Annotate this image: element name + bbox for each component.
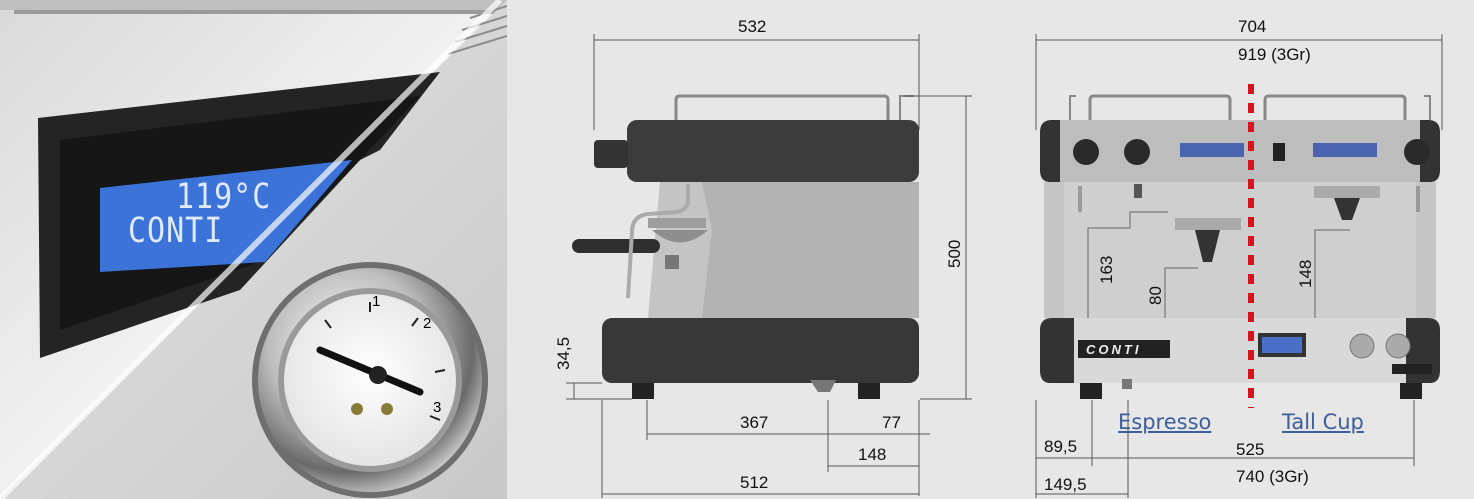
dim-front-width: 704 [1238, 17, 1266, 36]
dim-front-89: 89,5 [1044, 437, 1077, 456]
technical-drawing: 532 500 34,5 367 77 148 512 [554, 17, 1443, 498]
dim-side-512: 512 [740, 473, 768, 492]
dim-front-740: 740 (3Gr) [1236, 467, 1309, 486]
dim-front-525: 525 [1236, 440, 1264, 459]
gauge-label-1: 1 [372, 293, 380, 310]
dim-side-width: 532 [738, 17, 766, 36]
dim-front-149: 149,5 [1044, 475, 1087, 494]
dim-side-367: 367 [740, 413, 768, 432]
gauge-label-3: 3 [433, 399, 441, 416]
espresso-link[interactable]: Espresso [1118, 410, 1212, 434]
dim-side-foot: 34,5 [554, 337, 573, 370]
dim-side-height: 500 [945, 240, 964, 268]
dim-front-148: 148 [1296, 260, 1315, 288]
dim-side-148: 148 [858, 445, 886, 464]
side-view: 532 500 34,5 367 77 148 512 [554, 17, 972, 498]
dim-front-80: 80 [1146, 286, 1165, 305]
front-view: CONTI 704 919 (3Gr) 163 80 148 89,5 [1035, 17, 1443, 498]
front-brand-plate: CONTI [1086, 342, 1141, 357]
dim-side-77: 77 [882, 413, 901, 432]
gauge-label-2: 2 [423, 315, 431, 332]
dim-front-width-3gr: 919 (3Gr) [1238, 45, 1311, 64]
lcd-temperature: 119°C [176, 176, 272, 218]
dim-front-163: 163 [1097, 256, 1116, 284]
tall-cup-link[interactable]: Tall Cup [1282, 410, 1364, 434]
product-photo: 119°C CONTI ESPRESSO 1 2 3 [0, 0, 507, 499]
